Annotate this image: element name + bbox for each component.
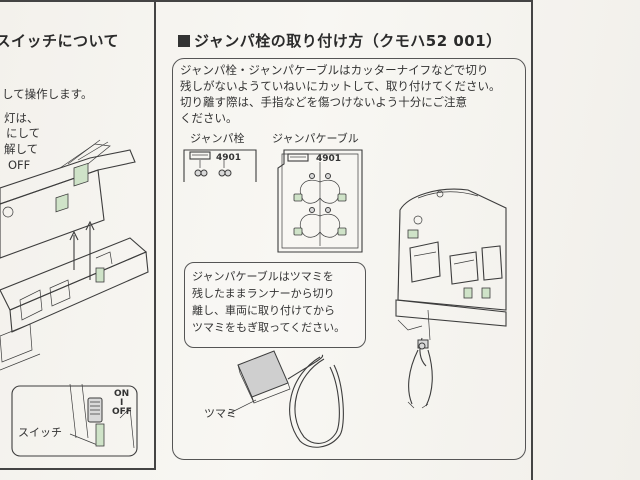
jumper-instruction-panel [172,58,526,460]
column-divider [154,0,156,470]
top-border [0,0,531,2]
knob-label: ツマミ [204,407,237,420]
callout-line-3: 離し、車両に取り付けてから [192,304,335,317]
bottom-border [0,468,156,470]
callout-line-2: 残したままランナーから切り [192,287,335,300]
left-text-line-1: して操作します。 [2,87,93,101]
cable-tip-callout [184,262,366,348]
intro-line-3: 切り離す際は、手指などを傷つけないよう十分にご注意 [180,95,468,109]
callout-line-4: ツマミをもぎ取ってください。 [192,321,346,334]
part-number-plug: 4901 [216,153,241,163]
jumper-plug-runner-illustration: 4901 [183,149,257,182]
knob-leader-line [227,399,257,415]
switch-detail-illustration: ON I OFF [11,383,138,457]
jumper-plug-label: ジャンパ栓 [190,132,245,145]
cable-knob-illustration [237,350,344,448]
left-text-line-5: OFF [8,158,31,172]
intro-line-1: ジャンパ栓・ジャンパケーブルはカッターナイフなどで切り [180,63,489,77]
switch-on-label: ON [114,389,129,399]
left-text-line-4: 解して [4,142,39,156]
switch-section-heading: ドスイッチについて [0,32,120,50]
right-page-border [531,0,533,480]
train-front-illustration [395,188,507,409]
jumper-cable-runner-illustration: 4901 [277,149,363,253]
intro-line-4: ください。 [180,111,238,125]
heading-bullet-square [178,35,190,47]
intro-line-2: 残しがないようていねいにカットして、取り付けてください。 [180,79,501,93]
switch-off-label: OFF [112,407,132,417]
switch-label: スイッチ [18,426,62,439]
jumper-section-heading: ジャンパ栓の取り付け方（クモハ52 001） [178,30,502,51]
jumper-heading-text: ジャンパ栓の取り付け方（クモハ52 001） [194,32,502,50]
switch-mid-label: I [120,398,123,408]
jumper-cable-label: ジャンパケーブル [272,132,359,145]
train-exploded-illustration [0,139,149,371]
left-text-line-2: 灯は、 [4,111,39,125]
part-number-cable: 4901 [316,154,341,164]
left-text-line-3: にして [6,126,41,140]
callout-line-1: ジャンパケーブルはツマミを [192,270,334,283]
